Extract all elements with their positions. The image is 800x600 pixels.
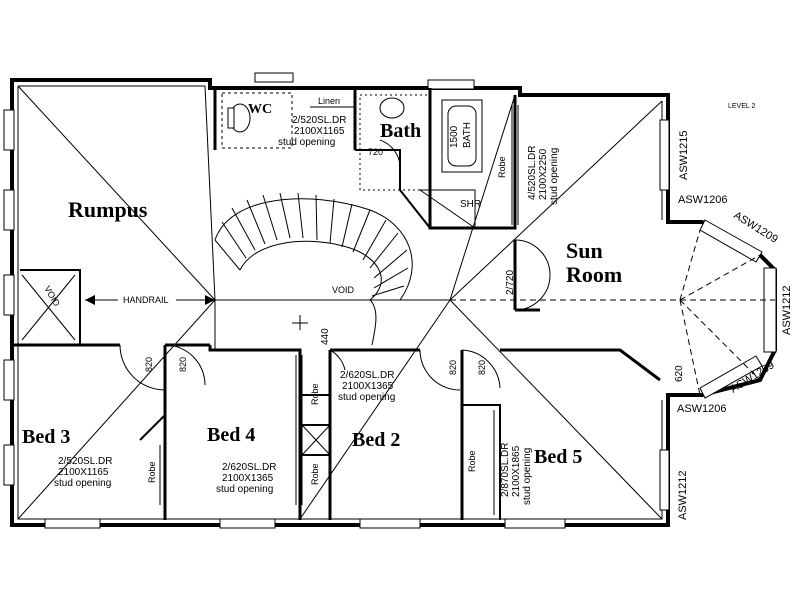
robe-label-bed4: Robe: [310, 383, 320, 405]
wardrobe-note-bed2-3: stud opening: [338, 392, 395, 403]
interior-walls: [12, 88, 661, 520]
curved-staircase: [214, 192, 413, 350]
wardrobe-note-bath-3: stud opening: [278, 137, 335, 148]
wardrobe-note-bed2-2: 2100X1365: [342, 381, 394, 392]
door-size-stair: 440: [320, 328, 331, 345]
door-size-sun: 2/720: [505, 270, 516, 295]
wardrobe-note-bed2-1: 2/620SL.DR: [340, 370, 394, 381]
wardrobe-note-bed5-3: stud opening: [522, 448, 533, 505]
door-size-sunside: 620: [674, 365, 685, 382]
door-size-bath: 720: [368, 147, 383, 157]
void-stair-label: VOID: [332, 285, 355, 295]
window-code-top-right: ASW1215: [678, 130, 690, 180]
wardrobe-note-bed5-1: 2/870SL.DR: [500, 443, 511, 497]
robe-label-bed3: Robe: [147, 461, 157, 483]
window-code-bottom-right: ASW1212: [677, 470, 689, 520]
room-label-bed3: Bed 3: [22, 426, 70, 448]
room-label-rumpus: Rumpus: [68, 197, 148, 222]
room-label-bed4: Bed 4: [207, 424, 255, 446]
wardrobe-note-bath-1: 2/520SL.DR: [292, 115, 346, 126]
wardrobe-note-bed4-3: stud opening: [216, 484, 273, 495]
wardrobe-note-bed4-1: 2/620SL.DR: [222, 462, 276, 473]
bath-tub-label: BATH: [462, 122, 473, 148]
room-label-room: Room: [566, 262, 622, 287]
door-swings: [119, 139, 551, 391]
void-left-label: VOID: [42, 284, 62, 308]
door-size-bed3a: 820: [144, 357, 154, 372]
bath-tub-size: 1500: [449, 125, 460, 148]
room-label-wc: WC: [248, 102, 272, 117]
wardrobe-note-bed4-2: 2100X1365: [222, 473, 274, 484]
wardrobe-tracks: [21, 105, 519, 515]
robe-label-bed2: Robe: [310, 463, 320, 485]
room-label-bed2: Bed 2: [352, 429, 400, 451]
room-label-sun: Sun: [566, 238, 603, 263]
level-label: LEVEL 2: [728, 103, 755, 110]
room-label-bath: Bath: [380, 120, 421, 142]
robe-label-bath: Robe: [497, 156, 507, 178]
wardrobe-note-sun-1: 4/520SL.DR: [527, 146, 538, 200]
bathroom-fixtures: [221, 92, 483, 229]
wardrobe-note-bath-2: 2100X1165: [294, 126, 345, 137]
window-code-bay-3: ASW1212: [781, 285, 793, 335]
window-frames: [3, 72, 777, 529]
wardrobe-note-bed3-3: stud opening: [54, 478, 111, 489]
room-label-bed5: Bed 5: [534, 446, 582, 468]
window-code-bay-1: ASW1206: [678, 194, 728, 206]
handrail-label: HANDRAIL: [123, 295, 169, 305]
door-size-bed2a: 820: [448, 360, 458, 375]
robe-label-bed5: Robe: [467, 450, 477, 472]
handrail-arrow: [85, 292, 215, 306]
wardrobe-note-bed5-2: 2100X1865: [511, 445, 522, 497]
wardrobe-note-bed3-1: 2/520SL.DR: [58, 456, 112, 467]
window-code-bay-5: ASW1206: [677, 403, 727, 415]
wardrobe-note-sun-3: stud opening: [549, 148, 560, 205]
door-size-bed3b: 820: [178, 357, 188, 372]
linen-label: Linen: [318, 96, 340, 106]
shower-label: SHR: [460, 199, 481, 210]
door-size-bed2b: 820: [477, 360, 487, 375]
wardrobe-note-sun-2: 2100X2250: [538, 148, 549, 200]
wardrobe-note-bed3-2: 2100X1165: [58, 467, 109, 478]
